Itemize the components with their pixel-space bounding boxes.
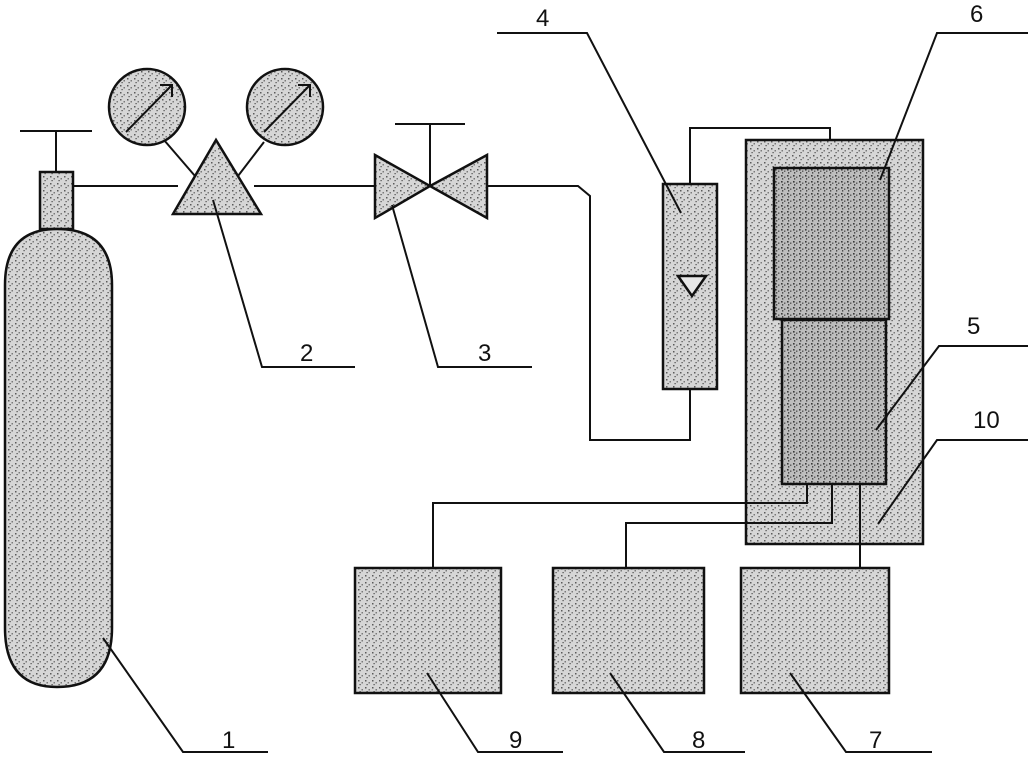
valve-left-cone [373,152,433,221]
gauge-left-stem [163,139,196,177]
label-7: 7 [869,727,882,754]
pipe-to-box-9 [432,484,808,568]
label-2: 2 [300,340,313,367]
label-10: 10 [973,407,1000,434]
leader-8 [609,672,745,753]
pressure-regulator [107,67,325,216]
cylinder-neck [38,170,75,231]
valve-right-cone [427,152,489,221]
upper-chamber [772,166,891,321]
leader-10 [877,439,1028,525]
leader-4 [497,32,682,214]
regulator-body [170,137,264,216]
pipe-to-box-8 [625,484,833,568]
cylinder-body [3,227,114,689]
needle-valve-icon [373,123,489,221]
label-1: 1 [222,727,235,754]
label-9: 9 [509,727,522,754]
leader-7 [789,672,932,753]
pipe-valve-flowmeter [487,185,691,441]
pressure-gauge-icon [107,67,187,147]
leader-6 [879,32,1028,181]
lower-chamber [780,318,888,486]
gauge-right-stem [237,141,265,177]
label-4: 4 [536,5,549,32]
leader-9 [426,672,563,753]
label-5: 5 [967,313,980,340]
leader-5 [875,345,1028,431]
flowmeter [661,182,719,391]
leader-2 [212,199,355,368]
label-6: 6 [970,1,983,28]
box-8 [551,566,706,695]
triangle-down-icon [675,274,709,299]
label-8: 8 [692,727,705,754]
leader-lines [102,32,1028,753]
label-3: 3 [478,340,491,367]
box-7 [739,566,891,695]
leader-3 [391,204,532,368]
leader-1 [102,637,268,753]
pressure-gauge-icon [245,67,325,147]
gas-cylinder [3,130,114,689]
box-9 [353,566,503,695]
